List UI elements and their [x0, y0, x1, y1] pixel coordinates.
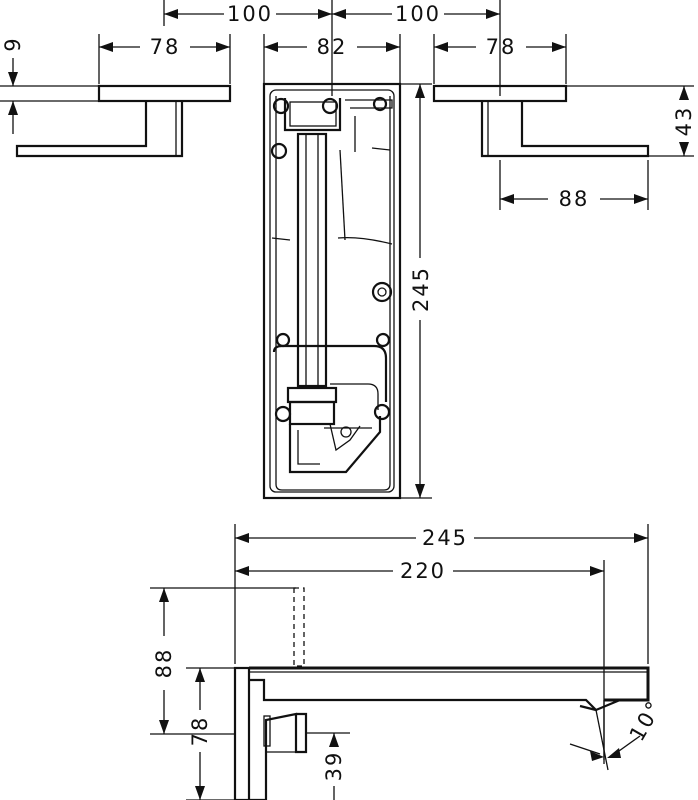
dim-lever-length: 88: [559, 187, 590, 211]
dim-spout-projection: 220: [400, 559, 446, 583]
hidden-body-dashed: [293, 587, 305, 667]
concealed-box-view: 82 245: [262, 34, 433, 500]
dim-box-width: 82: [317, 35, 348, 59]
dim-right-handle-width: 78: [486, 35, 517, 59]
left-handle-view: 78 9: [0, 34, 232, 158]
dim-body-height: 88: [152, 648, 176, 679]
right-handle-view: 78 43 88: [432, 34, 696, 211]
dim-spacing-right: 100: [395, 2, 441, 26]
dim-outlet-offset: 39: [322, 751, 346, 782]
top-spacing-dimensions: 100 100: [163, 0, 501, 96]
dim-outlet-angle: 10°: [625, 696, 667, 745]
dim-left-handle-width: 78: [150, 35, 181, 59]
dim-plate-thickness: 9: [1, 36, 25, 51]
dim-plate-height: 78: [188, 716, 212, 747]
dim-box-height: 245: [409, 266, 433, 312]
dim-spacing-left: 100: [227, 2, 273, 26]
dim-spout-total: 245: [422, 526, 468, 550]
spout-side-view: 245 220 88 78 39: [150, 524, 667, 800]
dim-handle-height: 43: [672, 106, 696, 137]
